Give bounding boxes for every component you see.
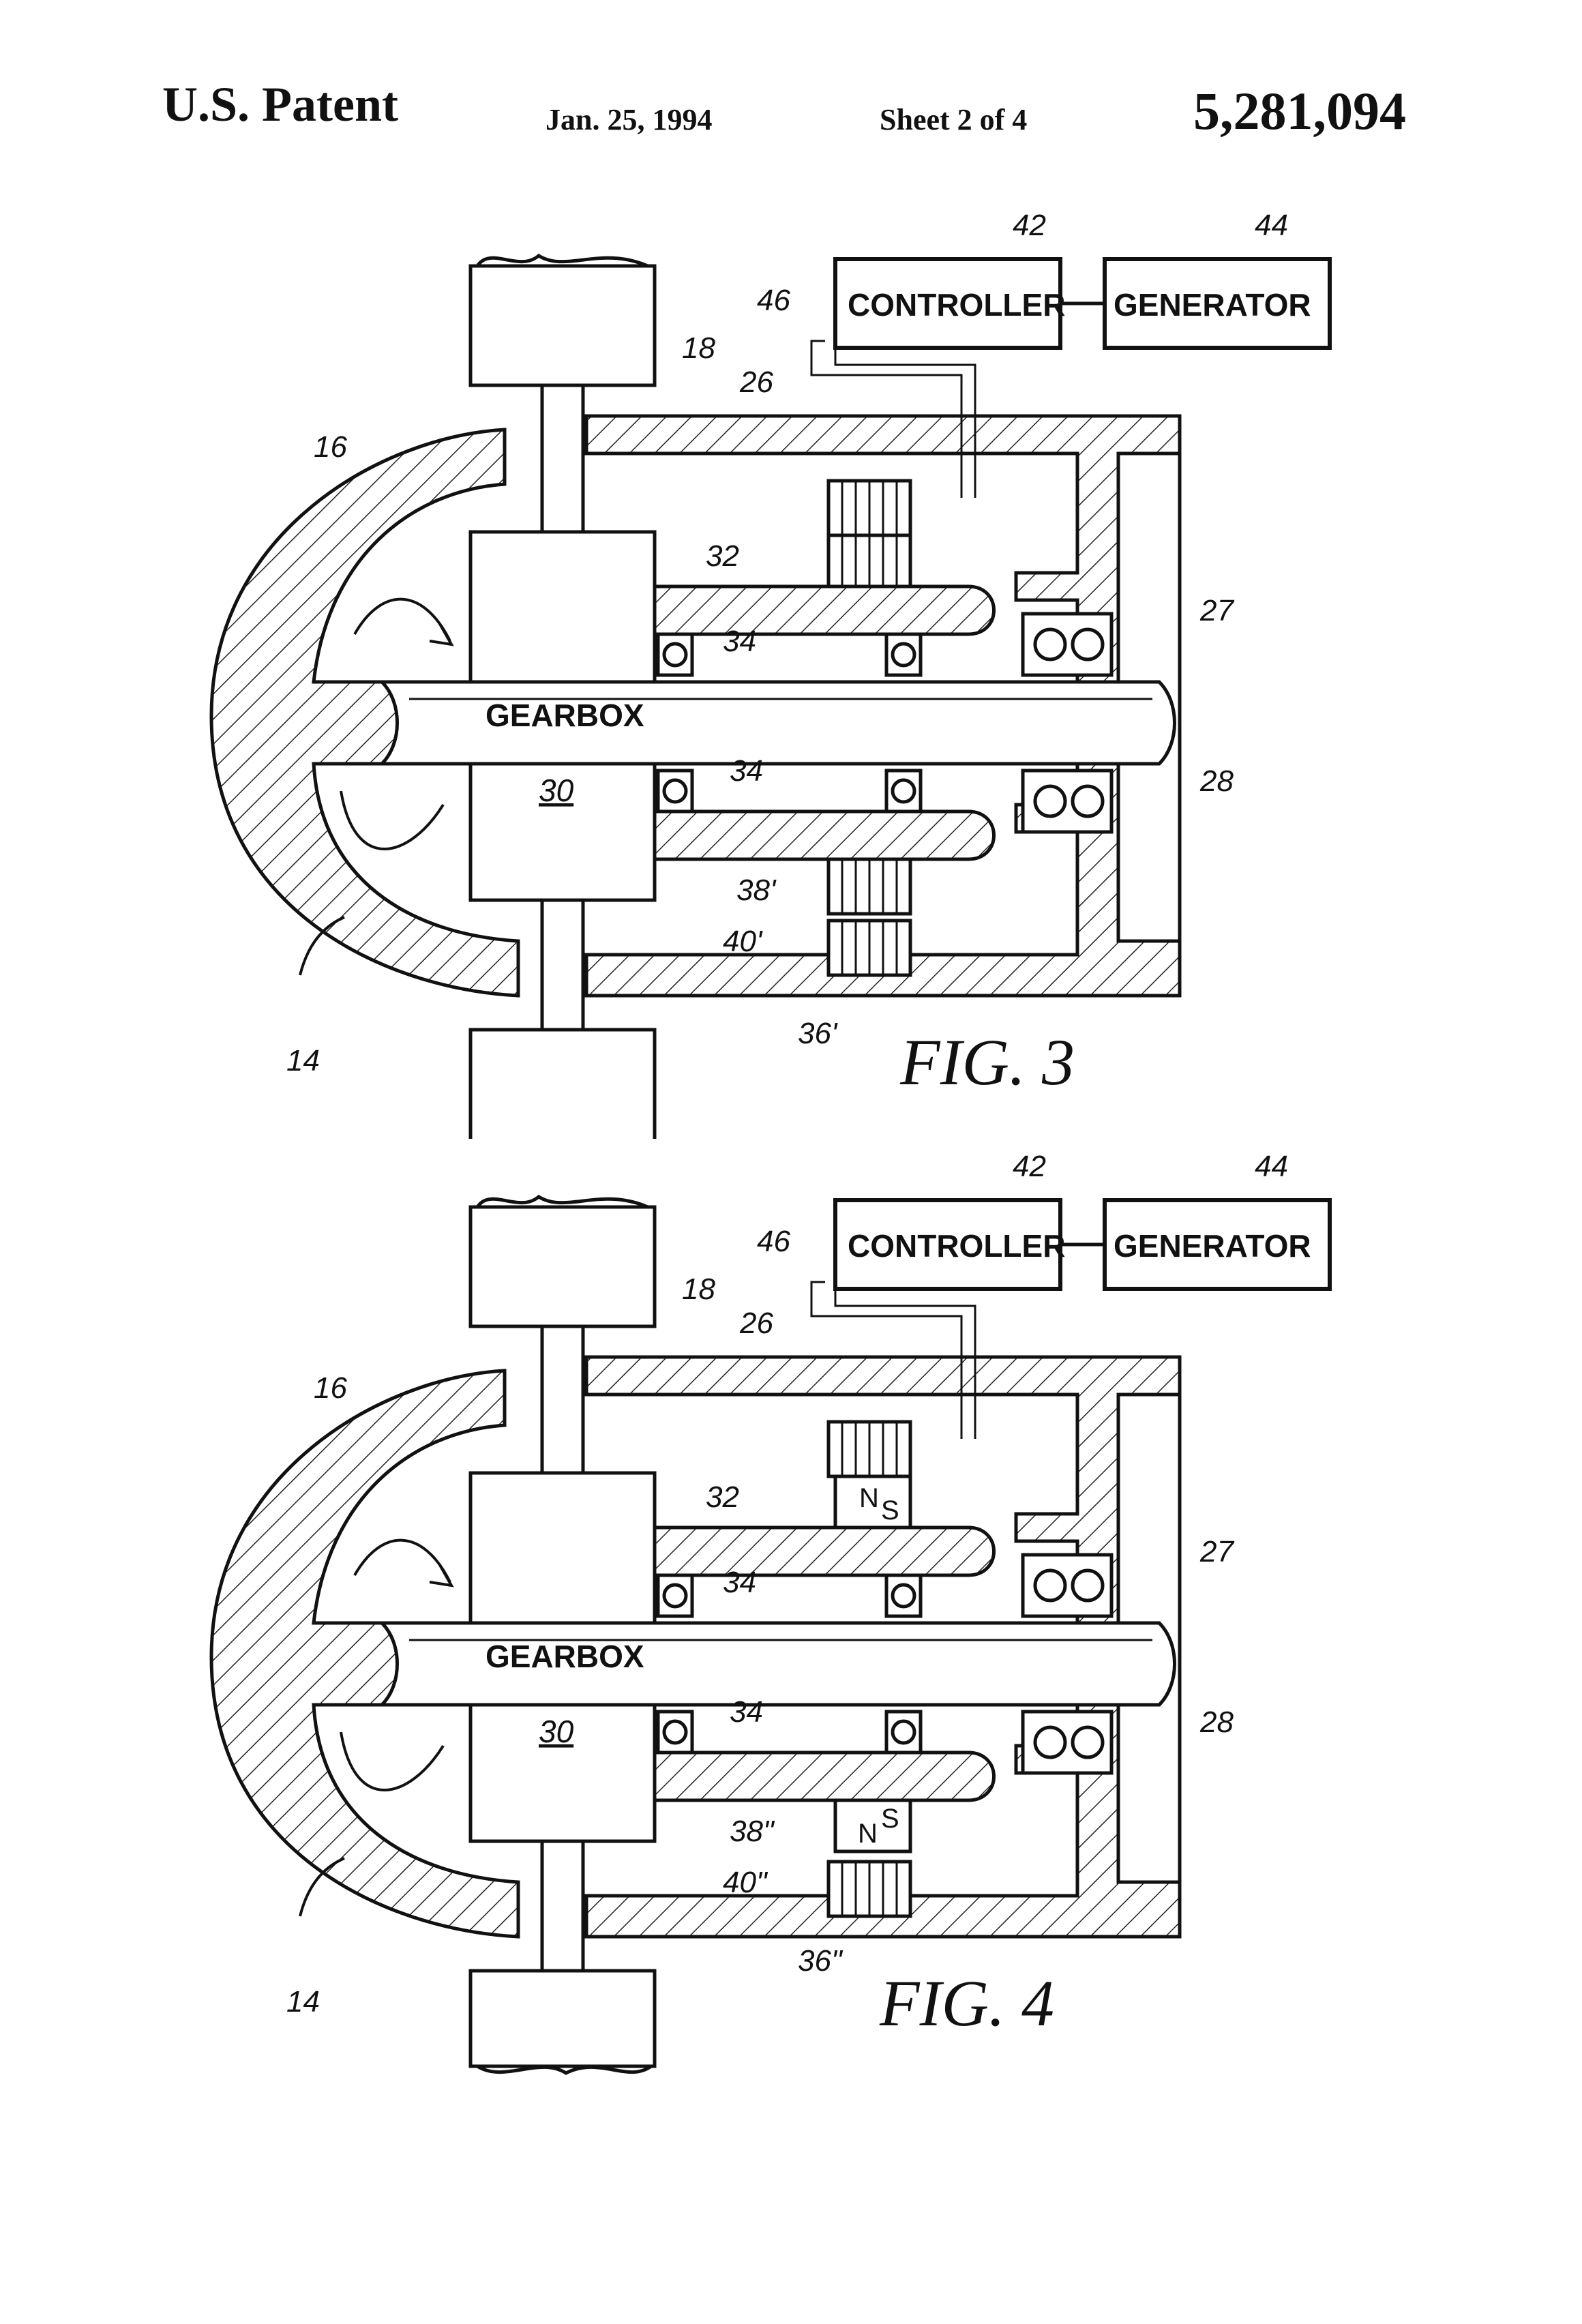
ref-27: 27	[1199, 594, 1234, 627]
ref-40: 40"	[723, 1866, 768, 1899]
ref-28: 28	[1199, 1705, 1234, 1739]
patent-number: 5,281,094	[1193, 80, 1406, 142]
rotor-bottom	[655, 1753, 994, 1800]
ref-34-top: 34	[723, 625, 756, 658]
magnet-top-n: N	[859, 1483, 879, 1513]
rotor-bottom	[655, 811, 994, 859]
wheel-top	[471, 266, 655, 385]
axle-top	[542, 385, 583, 532]
controller-label: CONTROLLER	[848, 287, 1065, 323]
ref-34-top: 34	[723, 1566, 756, 1599]
generator-label: GENERATOR	[1114, 1228, 1311, 1264]
axle-bottom	[542, 900, 583, 1030]
ref-18: 18	[682, 331, 715, 365]
patent-label: U.S. Patent	[162, 76, 398, 133]
ref-28: 28	[1199, 764, 1234, 798]
ref-26: 26	[739, 366, 773, 399]
sheet-number: Sheet 2 of 4	[880, 102, 1027, 137]
magnet-bottom-s: S	[881, 1804, 899, 1834]
magnet-bottom-n: N	[858, 1819, 878, 1849]
ref-14: 14	[286, 1985, 320, 2018]
axle-top	[542, 1326, 583, 1473]
ref-16: 16	[314, 1371, 347, 1405]
rotor-top	[655, 586, 994, 634]
rotor-top	[655, 1528, 994, 1575]
ref-42: 42	[1013, 1150, 1046, 1183]
wheel-top	[471, 1207, 655, 1326]
wheel-bottom	[471, 1030, 655, 1139]
ref-26: 26	[739, 1307, 773, 1340]
ref-14: 14	[286, 1044, 320, 1077]
page-header: U.S. Patent Jan. 25, 1994 Sheet 2 of 4 5…	[0, 0, 1582, 164]
wheel-bottom	[471, 1971, 655, 2066]
patent-date: Jan. 25, 1994	[546, 102, 712, 137]
ref-38: 38"	[730, 1815, 775, 1848]
diagram-body	[211, 1197, 1180, 2073]
ref-42: 42	[1013, 209, 1046, 242]
ref-34-bottom: 34	[730, 754, 763, 788]
figure-caption: FIG. 3	[899, 1026, 1075, 1099]
gearbox-ref: 30	[539, 773, 574, 808]
ref-16: 16	[314, 430, 347, 464]
generator-label: GENERATOR	[1114, 287, 1311, 323]
ref-40: 40'	[723, 925, 763, 958]
controller-label: CONTROLLER	[848, 1228, 1065, 1264]
gearbox-label: GEARBOX	[486, 698, 644, 733]
diagram-body	[211, 256, 1180, 1139]
magnet-top-s: S	[881, 1495, 899, 1525]
ref-32: 32	[706, 1480, 739, 1514]
ref-34-bottom: 34	[730, 1695, 763, 1729]
ref-36: 36'	[798, 1017, 838, 1050]
ref-32: 32	[706, 539, 739, 573]
ref-36: 36"	[798, 1944, 844, 1978]
ref-18: 18	[682, 1272, 715, 1306]
ref-46: 46	[757, 1225, 790, 1258]
ref-46: 46	[757, 284, 790, 317]
gearbox-ref: 30	[539, 1714, 574, 1749]
figure-4: CONTROLLER GENERATOR GEARBOX 30 N S N S …	[0, 1146, 1582, 2080]
figure-3: CONTROLLER GENERATOR GEARBOX 30 42 44 46…	[0, 205, 1582, 1139]
ref-27: 27	[1199, 1535, 1234, 1568]
ref-38: 38'	[736, 874, 777, 907]
figure-caption: FIG. 4	[879, 1967, 1054, 2040]
ref-44: 44	[1255, 209, 1288, 242]
gearbox-label: GEARBOX	[486, 1639, 644, 1674]
ref-44: 44	[1255, 1150, 1288, 1183]
axle-bottom	[542, 1841, 583, 1971]
